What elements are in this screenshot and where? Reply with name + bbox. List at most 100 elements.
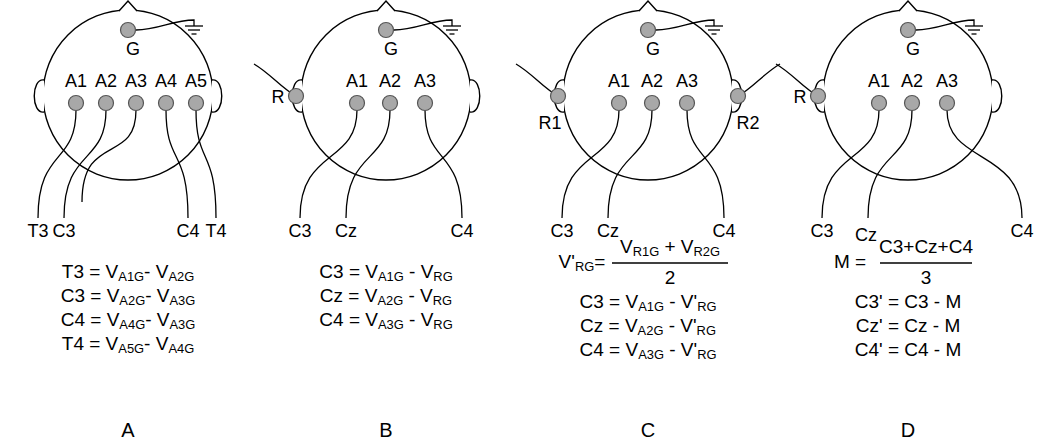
fraction-numerator: C3+Cz+C4 (879, 237, 973, 258)
electrode-label: A2 (95, 72, 117, 92)
electrode-label: A1 (65, 72, 87, 92)
ground-symbol (192, 33, 197, 34)
signal-name: C4 (712, 222, 735, 242)
electrode-label: R (272, 88, 285, 108)
ground-symbol (185, 25, 203, 26)
electrode (129, 96, 144, 111)
signal-name: C3 (810, 222, 833, 242)
signal-name: C3 (550, 222, 573, 242)
fraction-denominator: 2 (665, 268, 676, 289)
electrode (551, 89, 566, 104)
electrode-label: A3 (125, 72, 147, 92)
ground-symbol (188, 29, 200, 30)
signal-name: T4 (205, 222, 226, 242)
electrode-lead (562, 110, 619, 218)
electrode-lead (166, 110, 188, 218)
electrode (811, 89, 826, 104)
ground-wire (136, 20, 194, 30)
signal-name: Cz (855, 226, 877, 246)
montage-equation: C3' = C3 - M (855, 292, 962, 313)
signal-name: C3 (288, 222, 311, 242)
signal-name: C4 (176, 222, 199, 242)
electrode-label: A1 (608, 72, 630, 92)
signal-name: C4 (1010, 222, 1033, 242)
electrode-lead (425, 110, 462, 218)
fraction-numerator: VR1G + VR2G (620, 237, 720, 258)
electrode (872, 96, 887, 111)
panel-letter: D (901, 419, 915, 441)
signal-name: T3 (27, 222, 48, 242)
electrode-lead (196, 110, 216, 218)
electrode (901, 23, 916, 38)
electrode (350, 96, 365, 111)
electrode-lead (687, 110, 724, 218)
electrode (680, 96, 695, 111)
head-outline (34, 1, 222, 180)
ground-wire (656, 20, 714, 30)
ear-outline (212, 80, 222, 112)
electrode-lead (608, 110, 652, 218)
electrode-lead (64, 110, 106, 218)
signal-name: C4 (450, 222, 473, 242)
electrode-label: A4 (155, 72, 177, 92)
montage-equation: C4 = VA3G - V'RG (580, 340, 717, 361)
ground-symbol (450, 33, 455, 34)
electrode-label: G (126, 40, 140, 60)
electrode (121, 23, 136, 38)
electrode (418, 96, 433, 111)
montage-equation: Cz = VA2G - V'RG (580, 316, 716, 337)
electrode (940, 96, 955, 111)
electrode (612, 96, 627, 111)
signal-name: C3 (52, 222, 75, 242)
electrode-label: A5 (185, 72, 207, 92)
electrode (289, 89, 304, 104)
montage-equation: T3 = VA1G- VA2G (62, 262, 194, 283)
electrode (69, 96, 84, 111)
ground-symbol (708, 29, 720, 30)
electrode (379, 23, 394, 38)
fraction-lhs: V'RG= (559, 252, 606, 273)
ground-symbol (446, 29, 458, 30)
electrode-lead (82, 110, 136, 202)
electrode (159, 96, 174, 111)
fraction-lhs: M = (834, 252, 866, 273)
electrode-lead (346, 110, 390, 218)
ground-symbol (965, 25, 983, 26)
ground-symbol (712, 33, 717, 34)
electrode (99, 96, 114, 111)
nose-mark (377, 1, 395, 11)
electrode-label: A3 (414, 72, 436, 92)
electrode (641, 23, 656, 38)
electrode-label: A2 (901, 72, 923, 92)
electrode (905, 96, 920, 111)
electrode-lead (38, 110, 76, 218)
fraction-denominator: 3 (921, 268, 932, 289)
electrode (189, 96, 204, 111)
electrode-lead (947, 110, 1022, 218)
electrode-label: G (384, 40, 398, 60)
electrode-label: A3 (936, 72, 958, 92)
head-outline (554, 1, 742, 180)
electrode-label: A2 (379, 72, 401, 92)
electrode-label: A1 (346, 72, 368, 92)
ground-wire (916, 20, 974, 30)
signal-name: Cz (335, 222, 357, 242)
electrode-label: R1 (538, 114, 561, 134)
ground-symbol (972, 33, 977, 34)
panel-letter: A (121, 419, 134, 441)
ear-outline (470, 80, 480, 112)
ground-symbol (443, 25, 461, 26)
electrode-label: G (906, 40, 920, 60)
electrode (731, 89, 746, 104)
electrode-label: R2 (736, 114, 759, 134)
fraction-bar (880, 262, 972, 263)
montage-equation: C3 = VA2G- VA3G (61, 286, 196, 307)
ground-symbol (705, 25, 723, 26)
signal-name: Cz (597, 222, 619, 242)
montage-equation: C3 = VA1G - VRG (319, 262, 452, 283)
nose-mark (639, 1, 657, 11)
nose-mark (899, 1, 917, 11)
head-outline (814, 1, 1002, 180)
